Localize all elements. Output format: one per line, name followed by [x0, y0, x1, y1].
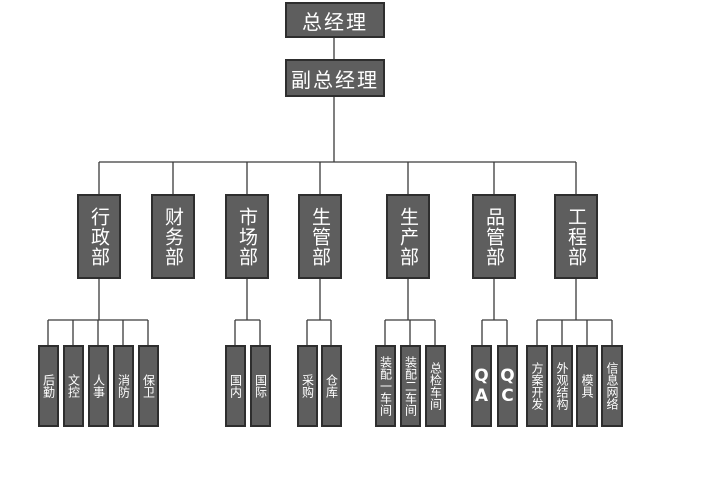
unit-final-inspection-workshop: 总检车间: [425, 345, 446, 427]
unit-label: 装配一车间: [378, 356, 393, 416]
dept-label: 生管部: [309, 206, 331, 267]
dept-marketing: 市场部: [225, 194, 269, 279]
unit-purchasing: 采购: [297, 345, 318, 427]
dept-label: 品管部: [483, 206, 505, 267]
unit-label: 国内: [228, 374, 243, 398]
unit-label: 装配二车间: [403, 356, 418, 416]
unit-logistics: 后勤: [38, 345, 59, 427]
unit-label: 仓库: [324, 374, 339, 398]
unit-label: QC: [497, 366, 518, 406]
dept-label: 行政部: [88, 206, 110, 267]
unit-international: 国际: [250, 345, 271, 427]
unit-qa: QA: [471, 345, 492, 427]
unit-label: 消防: [116, 374, 131, 398]
deputy-general-manager-node: 副总经理: [285, 59, 385, 97]
unit-warehouse: 仓库: [321, 345, 342, 427]
unit-label: 人事: [91, 374, 106, 398]
dept-production: 生产部: [386, 194, 430, 279]
unit-label: 保卫: [141, 374, 156, 398]
unit-document-control: 文控: [63, 345, 84, 427]
dept-quality: 品管部: [472, 194, 516, 279]
deputy-general-manager-label: 副总经理: [291, 67, 379, 92]
unit-label: 方案开发: [530, 362, 544, 410]
general-manager-node: 总经理: [285, 2, 385, 38]
general-manager-label: 总经理: [302, 9, 368, 34]
unit-label: 采购: [300, 374, 315, 398]
unit-assembly-workshop-2: 装配二车间: [400, 345, 421, 427]
dept-label: 市场部: [236, 206, 258, 267]
unit-label: 国际: [253, 374, 268, 398]
unit-fire-safety: 消防: [113, 345, 134, 427]
unit-solution-development: 方案开发: [526, 345, 548, 427]
unit-qc: QC: [497, 345, 518, 427]
unit-security: 保卫: [138, 345, 159, 427]
unit-assembly-workshop-1: 装配一车间: [375, 345, 396, 427]
unit-label: 外观结构: [555, 362, 569, 410]
unit-label: 后勤: [41, 374, 56, 398]
dept-label: 财务部: [162, 206, 184, 267]
dept-production-management: 生管部: [298, 194, 342, 279]
unit-label: 文控: [66, 374, 81, 398]
unit-label: QA: [471, 366, 492, 406]
unit-domestic: 国内: [225, 345, 246, 427]
unit-hr: 人事: [88, 345, 109, 427]
unit-molds: 模具: [576, 345, 598, 427]
unit-label: 模具: [580, 374, 594, 398]
unit-exterior-structure: 外观结构: [551, 345, 573, 427]
dept-engineering: 工程部: [554, 194, 598, 279]
dept-admin: 行政部: [77, 194, 121, 279]
unit-label: 信息网络: [605, 362, 619, 410]
unit-label: 总检车间: [428, 362, 443, 410]
dept-finance: 财务部: [151, 194, 195, 279]
dept-label: 工程部: [565, 206, 587, 267]
unit-information-network: 信息网络: [601, 345, 623, 427]
dept-label: 生产部: [397, 206, 419, 267]
